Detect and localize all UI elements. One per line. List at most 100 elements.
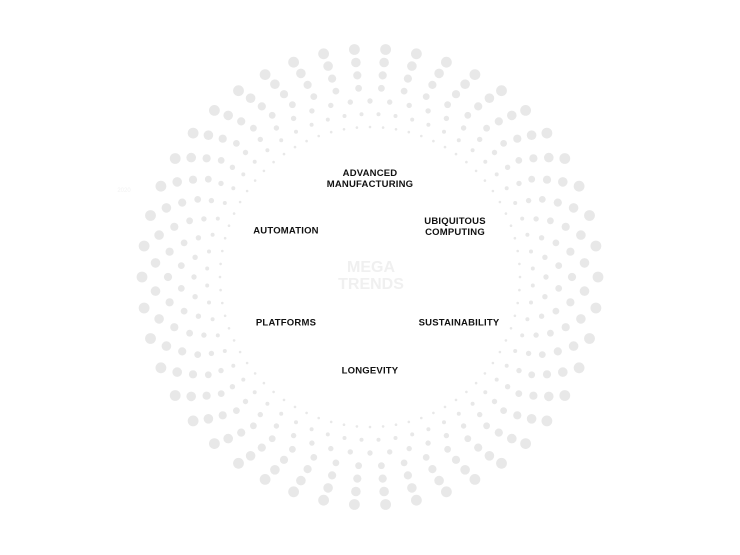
ring-dot	[268, 111, 276, 119]
ring-dot	[425, 440, 431, 446]
ring-dot	[525, 317, 530, 322]
ring-dot	[477, 411, 483, 418]
ring-dot	[245, 93, 256, 103]
ring-dot	[317, 416, 321, 420]
ring-dot	[376, 437, 381, 442]
ring-dot	[268, 435, 276, 443]
ring-dot	[460, 423, 467, 429]
ring-dot	[469, 69, 481, 80]
ring-dot	[520, 333, 525, 338]
ring-dot	[561, 222, 570, 231]
ring-dot	[504, 339, 508, 342]
ring-dot	[342, 128, 346, 131]
ring-dot	[138, 302, 150, 314]
ring-dot	[561, 323, 570, 332]
ring-dot	[460, 125, 467, 131]
ring-dot	[509, 327, 513, 330]
ring-dot	[294, 420, 298, 425]
ring-dot	[221, 249, 224, 253]
ring-dot	[368, 425, 372, 429]
ring-dot	[491, 398, 498, 405]
ring-dot	[296, 475, 306, 486]
ring-dot	[351, 57, 361, 68]
trend-sustainability: SUSTAINABILITY	[418, 317, 500, 329]
ring-dot	[573, 362, 585, 374]
ring-dot	[422, 454, 430, 461]
ring-dot	[442, 420, 446, 425]
ring-dot	[451, 455, 461, 464]
ring-dot	[566, 247, 575, 256]
ring-dot	[279, 455, 289, 464]
ring-dot	[233, 85, 244, 97]
ring-dot	[207, 300, 211, 305]
ring-dot	[500, 407, 507, 414]
ring-dot	[559, 390, 571, 401]
ring-dot	[318, 48, 329, 60]
ring-dot	[504, 363, 509, 368]
ring-dot	[491, 361, 495, 365]
ring-dot	[553, 347, 562, 356]
ring-dot	[241, 172, 246, 177]
ring-dot	[411, 494, 422, 506]
ring-dot	[359, 437, 364, 442]
ring-dot	[529, 249, 533, 254]
ring-dot	[293, 405, 297, 409]
ring-dot	[474, 381, 478, 385]
ring-dot	[483, 159, 488, 164]
ring-dot	[378, 71, 387, 80]
ring-dot	[477, 136, 483, 143]
ring-dot	[400, 459, 408, 467]
ring-dot	[484, 451, 495, 461]
ring-dot	[273, 423, 280, 429]
ring-dot	[273, 125, 280, 131]
ring-dot	[279, 90, 289, 99]
ring-dot	[218, 411, 227, 420]
ring-dot	[355, 126, 359, 129]
ring-dot	[420, 134, 423, 138]
ring-dot	[237, 117, 246, 126]
ring-dot	[242, 149, 249, 156]
ring-dot	[195, 235, 202, 241]
ring-dot	[407, 130, 411, 134]
ring-dot	[558, 367, 568, 377]
ring-dot	[443, 145, 447, 149]
ring-dot	[257, 136, 263, 143]
center-title-line1: MEGA	[347, 259, 395, 276]
ring-dot	[223, 236, 227, 240]
ring-dot	[498, 200, 502, 204]
ring-dot	[555, 262, 563, 269]
ring-dot	[381, 126, 385, 129]
ring-dot	[579, 258, 590, 268]
ring-dot	[520, 438, 531, 449]
ring-dot	[172, 367, 182, 377]
ring-dot	[270, 465, 280, 475]
ring-dot	[323, 483, 333, 493]
ring-dot	[538, 235, 545, 241]
ring-dot	[329, 420, 333, 424]
ring-dot	[342, 423, 346, 427]
ring-dot	[515, 390, 523, 397]
ring-dot	[253, 372, 257, 375]
ring-dot	[542, 294, 548, 300]
ring-dot	[245, 361, 249, 365]
ring-dot	[411, 48, 422, 60]
ring-dot	[355, 462, 362, 470]
ring-dot	[165, 247, 174, 256]
ring-dot	[394, 128, 398, 131]
ring-dot	[218, 134, 227, 143]
ring-dot	[282, 152, 286, 156]
ring-dot	[470, 148, 475, 153]
ring-dot	[191, 274, 197, 280]
ring-dot	[367, 450, 373, 456]
ring-dot	[204, 175, 212, 183]
ring-dot	[229, 164, 236, 170]
ring-dot	[380, 499, 391, 510]
ring-dot	[279, 411, 284, 416]
ring-dot	[252, 159, 257, 164]
ring-dot	[379, 486, 389, 497]
ring-dot	[270, 79, 280, 89]
ring-dot	[309, 427, 314, 432]
ring-dot	[483, 124, 490, 132]
ring-dot	[233, 407, 240, 414]
